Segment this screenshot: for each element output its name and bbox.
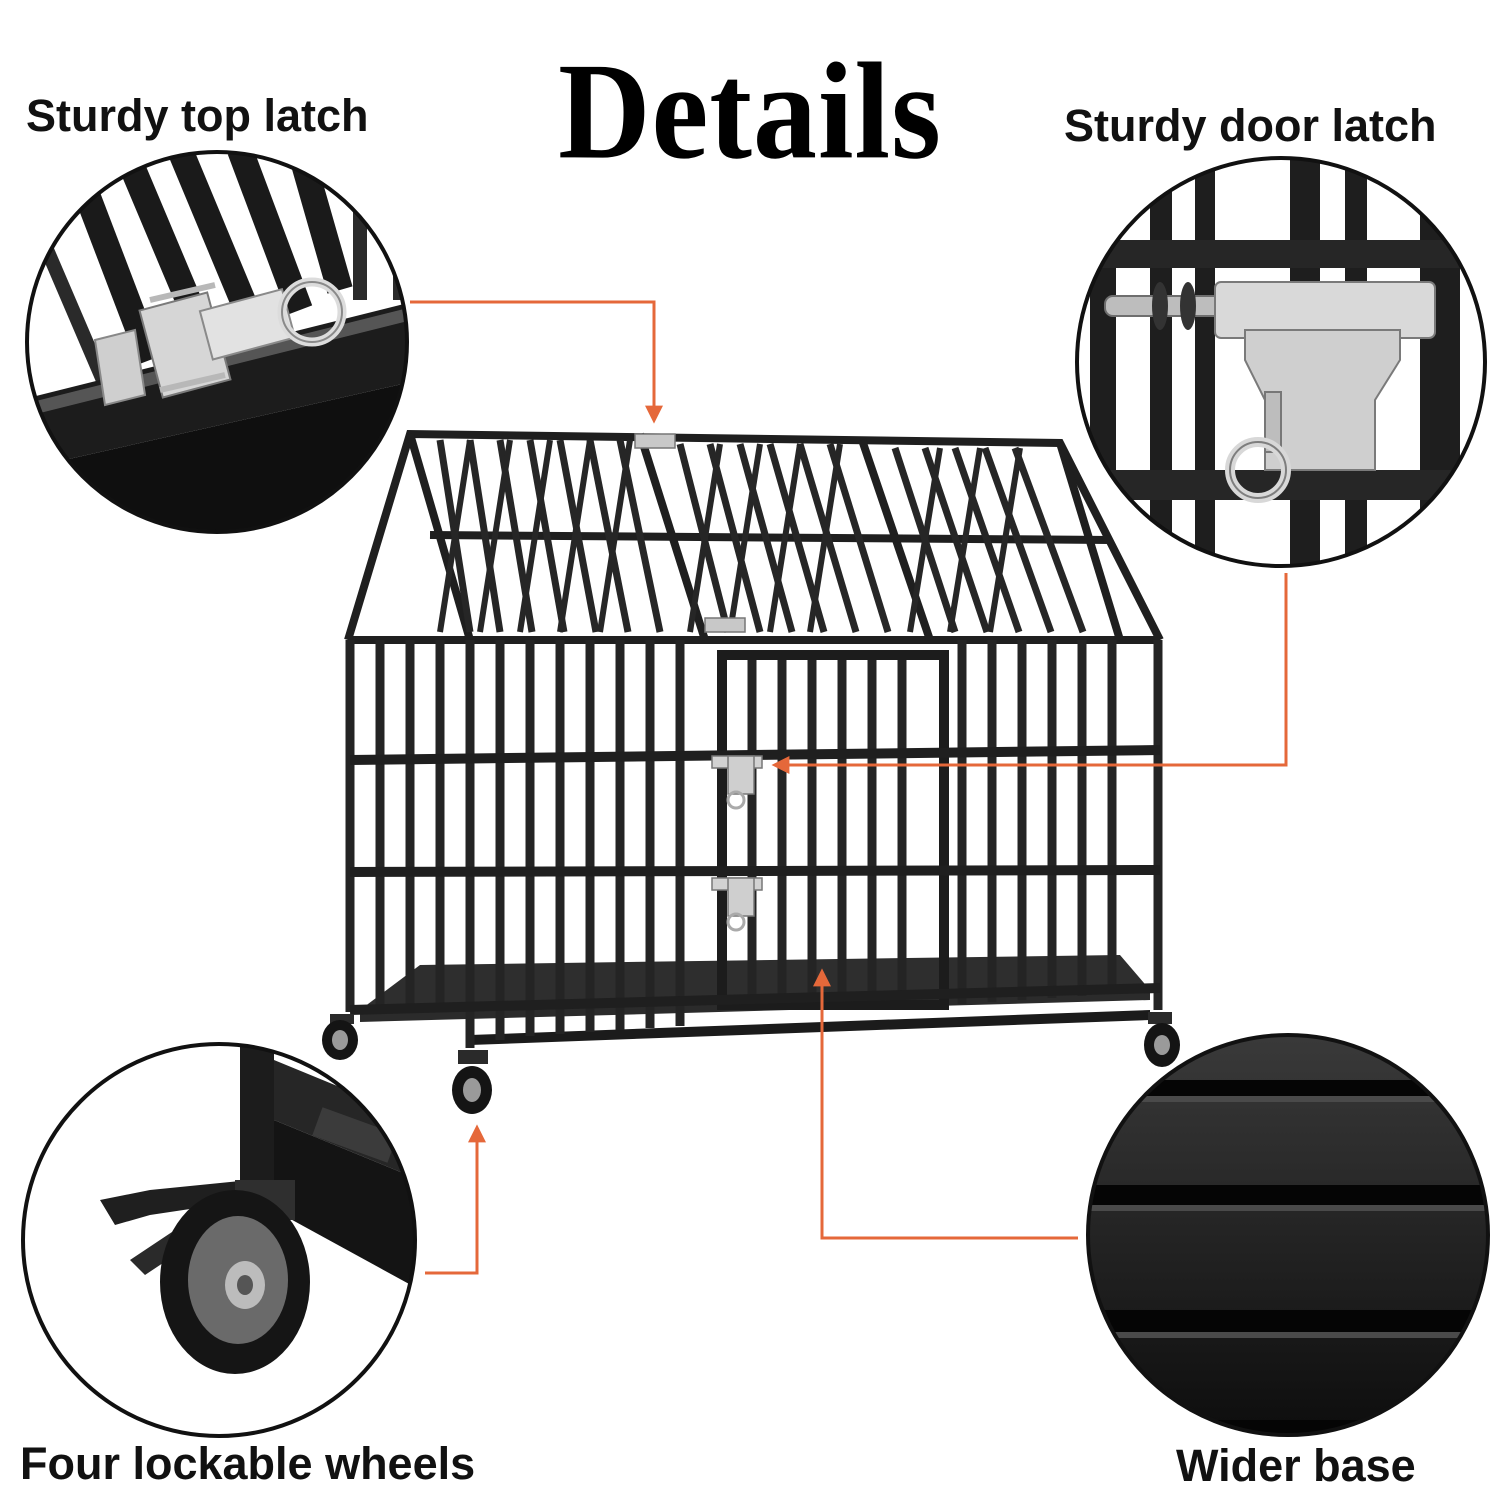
label-door-latch: Sturdy door latch <box>1064 100 1437 151</box>
door-latch-small-icon <box>711 755 763 810</box>
label-top-latch: Sturdy top latch <box>26 90 369 141</box>
door-latch-small-icon <box>711 877 763 932</box>
arrow-door-latch <box>771 573 1288 774</box>
wheel-detail <box>21 1042 417 1438</box>
arrow-wheels <box>425 1124 486 1275</box>
arrow-top-latch <box>410 300 663 424</box>
arrow-base <box>813 968 1078 1240</box>
label-wheels: Four lockable wheels <box>20 1438 476 1489</box>
wheel-icon <box>160 1190 310 1374</box>
crate-door <box>717 650 949 1010</box>
caster-wheel-icon <box>1144 1012 1180 1067</box>
caster-wheel-icon <box>322 1014 358 1060</box>
base-detail <box>1086 1033 1490 1437</box>
callout-arrows <box>410 300 1288 1275</box>
roof-latch-icon <box>634 433 676 449</box>
door-latch-detail <box>1075 156 1487 568</box>
top-latch-detail <box>25 150 409 534</box>
caster-wheel-icon <box>452 1050 492 1114</box>
top-latch-icon <box>93 277 347 407</box>
roof-latch-icon <box>704 617 746 633</box>
label-base: Wider base <box>1176 1440 1416 1491</box>
crate-illustration <box>322 429 1180 1114</box>
door-latch-icon <box>1104 281 1436 503</box>
page-title: Details <box>558 34 942 188</box>
